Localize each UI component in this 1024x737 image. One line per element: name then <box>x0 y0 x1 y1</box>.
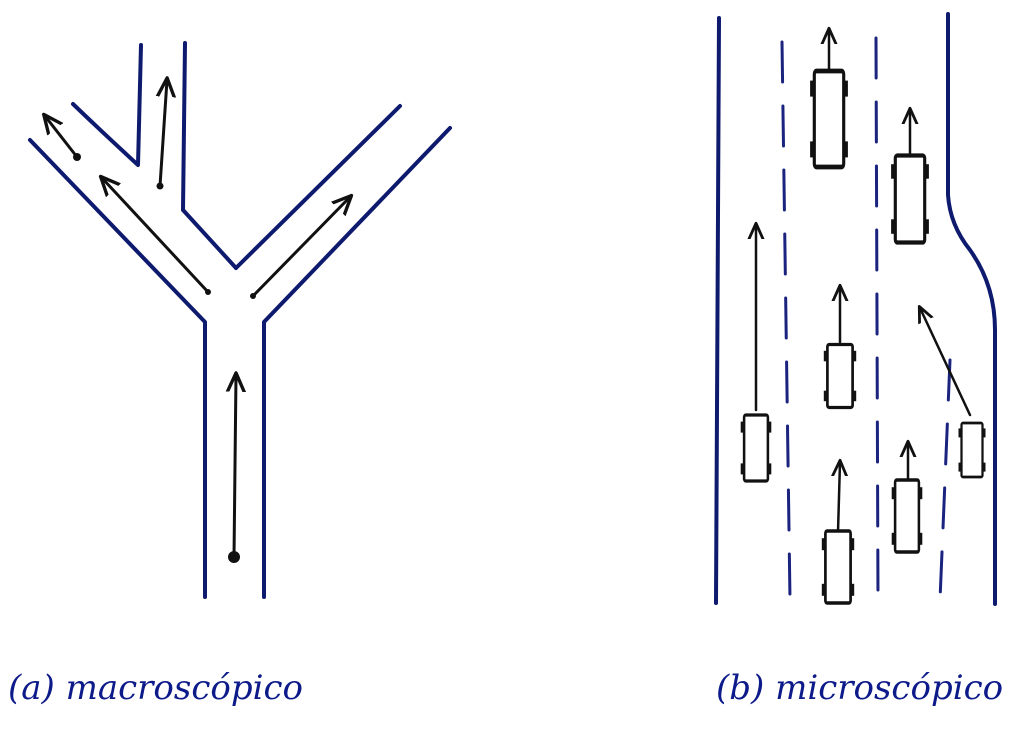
lane-divider-3 <box>938 358 952 602</box>
arrow-icon <box>251 197 350 298</box>
arrow-icon <box>234 375 236 559</box>
dot-icon <box>156 182 164 190</box>
car-icon <box>810 71 848 167</box>
dot-icon <box>205 289 211 295</box>
lane-divider-1 <box>780 40 792 602</box>
macroscopic-diagram <box>28 41 452 599</box>
flow-dots <box>73 153 256 563</box>
car-icon <box>822 342 858 410</box>
car-icon <box>957 421 987 479</box>
road-edge-left-b <box>714 16 721 605</box>
lane-markings <box>780 36 952 602</box>
flow-arrows <box>45 80 350 559</box>
road-edge-inner-left <box>181 41 238 270</box>
car-arrows <box>756 30 972 534</box>
arrow-icon <box>160 80 167 188</box>
arrow-icon <box>920 308 972 417</box>
dot-icon <box>73 153 81 161</box>
caption-microscopic: (b) microscópico <box>716 668 1004 708</box>
road-edge-left <box>28 138 207 599</box>
car-icon <box>891 156 929 243</box>
microscopic-diagram <box>714 12 997 606</box>
lane-divider-2 <box>874 36 880 602</box>
dot-icon <box>228 551 240 563</box>
road-edge-right <box>262 126 452 599</box>
dot-icon <box>250 293 256 299</box>
road-edge-right-b <box>946 12 997 606</box>
caption-macroscopic: (a) macroscópico <box>8 668 303 708</box>
car-icon <box>889 478 925 554</box>
arrow-icon <box>45 116 79 159</box>
road-edges <box>28 41 452 599</box>
road-edge-notch <box>71 43 143 167</box>
car-icon <box>819 529 857 605</box>
car-icon <box>739 413 773 483</box>
arrow-icon <box>102 178 210 294</box>
road-edges-b <box>714 12 997 606</box>
arrow-icon <box>838 462 840 534</box>
road-edge-inner-right <box>234 104 402 270</box>
